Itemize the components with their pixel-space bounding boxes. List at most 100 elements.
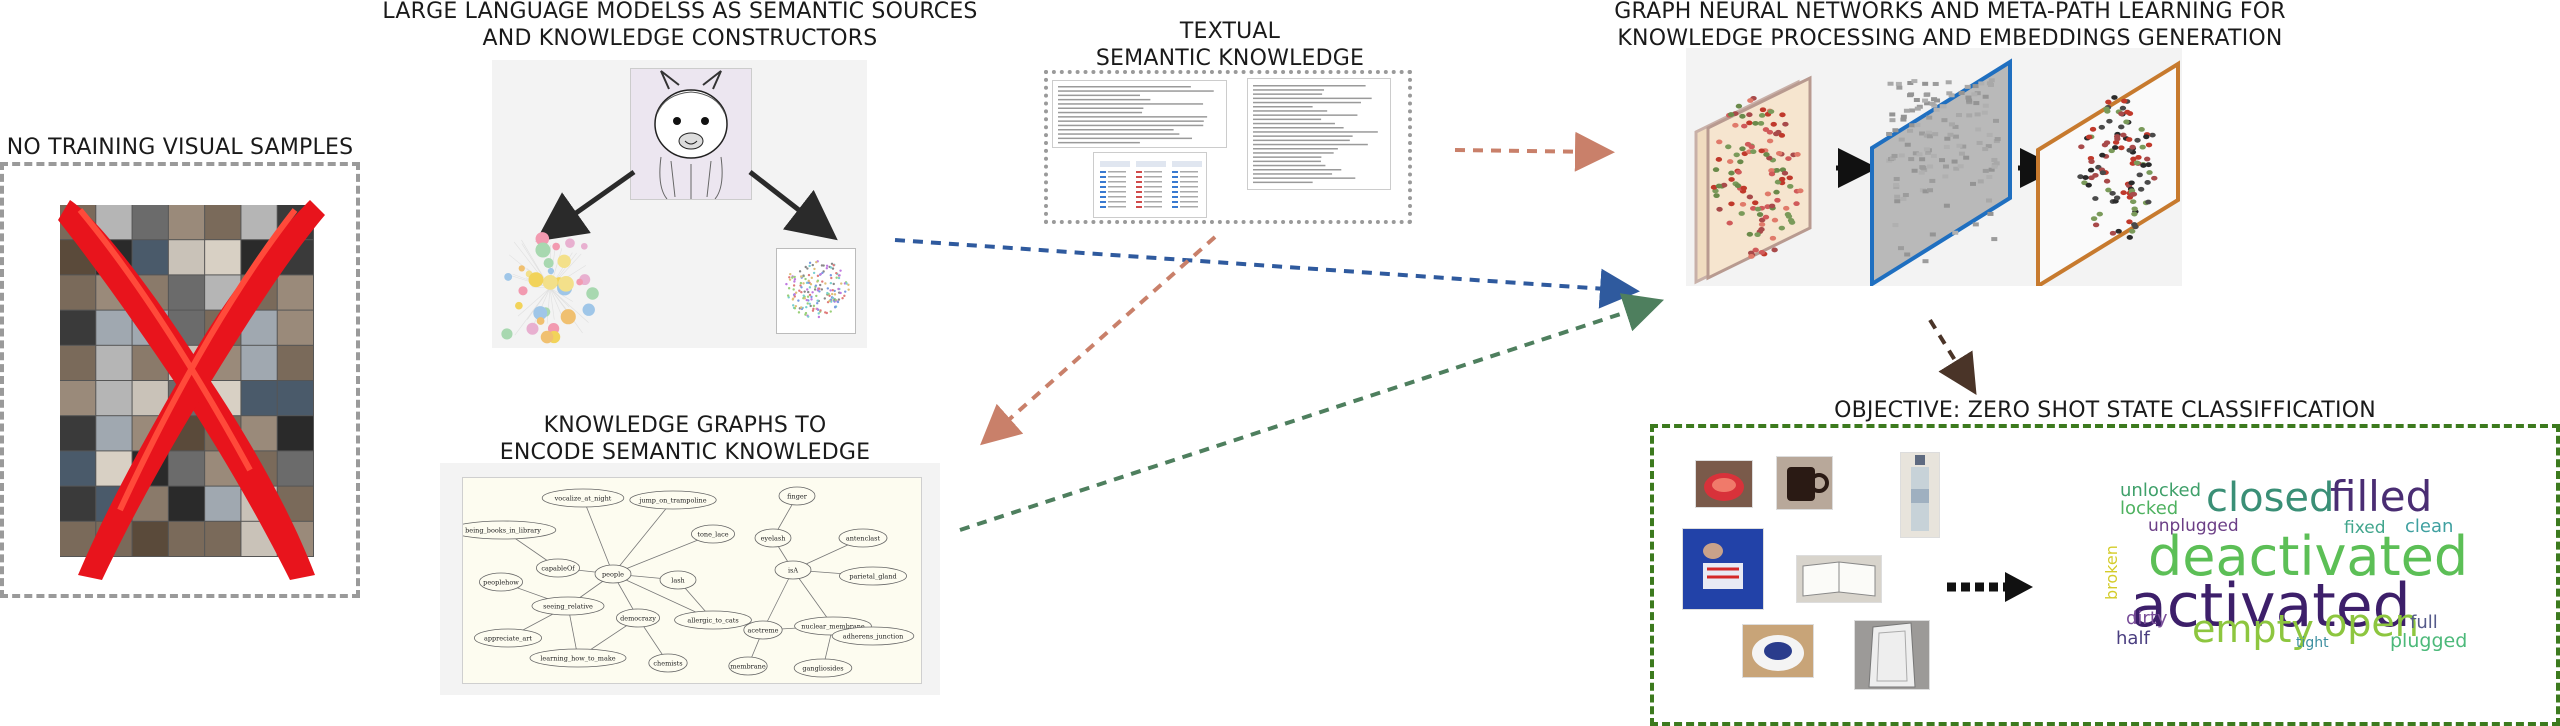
gnn-title-line1: GRAPH NEURAL NETWORKS AND META-PATH LEAR… — [1614, 0, 2286, 24]
kg-node-label: vocalize_at_night — [554, 495, 612, 503]
kg-node — [793, 658, 853, 678]
kg-node-label: learning_how_to_make — [540, 655, 615, 663]
photo-blue-shirt — [1682, 528, 1764, 610]
wordcloud-word: activated — [2130, 571, 2411, 641]
kg-node — [674, 610, 752, 630]
kg-title-line2: ENCODE SEMANTIC KNOWLEDGE — [499, 440, 871, 465]
gnn-pipeline — [1694, 58, 2180, 286]
arrow-text-to-gnn — [1454, 131, 1615, 172]
text-document-3 — [1247, 78, 1391, 190]
kg-node — [478, 572, 524, 592]
kg-node — [529, 648, 627, 668]
kg-node-label: being_books_in_library — [465, 527, 541, 535]
wordcloud-word: empty — [2192, 607, 2314, 651]
arrow-kg-to-gnn — [959, 293, 1665, 532]
wordcloud-word: full — [2410, 612, 2438, 633]
arrow-llm-to-gnn — [894, 238, 1640, 309]
gnn-title: GRAPH NEURAL NETWORKS AND META-PATH LEAR… — [1580, 0, 2320, 52]
text-document-2 — [1093, 152, 1207, 218]
objective-frame — [1650, 424, 2560, 726]
wordcloud-word: plugged — [2390, 630, 2468, 652]
kg-node-label: people — [602, 571, 624, 579]
kg-node — [629, 490, 717, 510]
kg-node — [838, 528, 888, 548]
kg-node-label: peoplehow — [483, 579, 519, 587]
kg-title: KNOWLEDGE GRAPHS TO ENCODE SEMANTIC KNOW… — [430, 412, 940, 466]
kg-node-label: jump_on_trampoline — [638, 497, 706, 505]
gnn-title-line2: KNOWLEDGE PROCESSING AND EMBEDDINGS GENE… — [1617, 26, 2283, 51]
kg-node-label: nuclear_membrane — [801, 623, 865, 631]
kg-node-label: finger — [787, 493, 808, 501]
wordcloud-word: tight — [2296, 635, 2329, 651]
kg-node-label: isA — [788, 567, 798, 575]
wordcloud-word: half — [2116, 628, 2150, 649]
kg-node — [754, 528, 792, 548]
llm-sources-title: LARGE LANGUAGE MODELSS AS SEMANTIC SOURC… — [380, 0, 980, 52]
objective-title: OBJECTIVE: ZERO SHOT STATE CLASSIFFICATI… — [1834, 398, 2376, 423]
wordcloud-word: deactivated — [2148, 525, 2469, 588]
kg-node — [690, 524, 735, 544]
wordcloud-word: locked — [2120, 498, 2179, 519]
kg-node-label: tone_lace — [697, 531, 728, 539]
red-cross-icon — [58, 200, 325, 580]
output-embedding-layer — [2036, 60, 2180, 286]
state-word-cloud: unlocked closed filled locked unplugged … — [2102, 470, 2490, 670]
kg-node-label: democrazy — [620, 615, 656, 623]
wordcloud-word: closed — [2206, 475, 2335, 521]
llama-sketch-icon — [654, 70, 728, 200]
arrow-text-to-kg — [980, 235, 1217, 446]
kg-title-line1: KNOWLEDGE GRAPHS TO — [543, 413, 827, 438]
photo-bowl-blue — [1742, 624, 1814, 678]
kg-node-label: gangliosides — [802, 665, 843, 673]
wordcloud-word: filled — [2330, 472, 2433, 521]
kg-node-label: chemists — [653, 660, 682, 668]
kg-node — [536, 558, 581, 578]
kg-node-label: capableOf — [541, 565, 575, 573]
arrow-gnn-to-objective — [1928, 318, 1977, 395]
kg-node — [531, 596, 605, 616]
kg-node — [659, 570, 697, 590]
kg-node-label: adherens_junction — [843, 633, 904, 641]
llm-sources-title-line1: LARGE LANGUAGE MODELSS AS SEMANTIC SOURC… — [382, 0, 978, 24]
kg-image: vocalize_at_night jump_on_trampoline finge… — [449, 477, 922, 684]
kg-node — [474, 628, 542, 648]
kg-node-label: appreciate_art — [484, 635, 532, 643]
kg-node — [541, 488, 625, 508]
wordcloud-word: dirty — [2126, 608, 2168, 629]
photo-bottle — [1900, 452, 1940, 538]
kg-node — [728, 656, 768, 676]
llm-small-graph-left — [501, 232, 599, 344]
kg-node-label: eyelash — [761, 535, 786, 543]
kg-node — [615, 608, 660, 628]
wordcloud-word: unlocked — [2120, 480, 2202, 501]
textual-knowledge-title: TEXTUAL SEMANTIC KNOWLEDGE — [1030, 18, 1430, 72]
kg-node — [831, 626, 915, 646]
kg-node — [774, 560, 812, 580]
llama-image — [630, 68, 752, 200]
kg-node-label: acetreme — [748, 627, 779, 635]
llm-branch-arrows — [535, 169, 838, 242]
hidden-embedding-layer — [1870, 58, 2012, 286]
photo-red-bowl — [1695, 460, 1753, 508]
wordcloud-word: open — [2324, 601, 2419, 645]
textual-title-line1: TEXTUAL — [1179, 19, 1281, 44]
llm-sources-title-line2: AND KNOWLEDGE CONSTRUCTORS — [482, 26, 878, 51]
kg-node — [838, 566, 907, 586]
kg-node — [778, 486, 816, 506]
kg-node-label: parietal_gland — [849, 573, 896, 581]
photo-cabinet-door — [1854, 620, 1930, 690]
text-document-1 — [1052, 80, 1227, 148]
wordcloud-word: fixed — [2344, 518, 2386, 538]
textual-title-line2: SEMANTIC KNOWLEDGE — [1095, 46, 1365, 71]
wordcloud-word: clean — [2405, 516, 2454, 537]
kg-node-label: antenclast — [846, 535, 881, 543]
kg-node-label: membrane — [730, 663, 766, 671]
knowledge-graph-diagram: vocalize_at_night jump_on_trampoline finge… — [449, 486, 915, 678]
photo-open-book — [1796, 555, 1882, 603]
training-samples-frame — [0, 162, 360, 598]
no-training-samples-title: NO TRAINING VISUAL SAMPLES — [6, 135, 354, 160]
kg-node — [594, 564, 632, 584]
photo-coffee-mug — [1776, 456, 1833, 510]
kg-node-label: lash — [671, 577, 684, 585]
kg-node — [648, 653, 688, 673]
